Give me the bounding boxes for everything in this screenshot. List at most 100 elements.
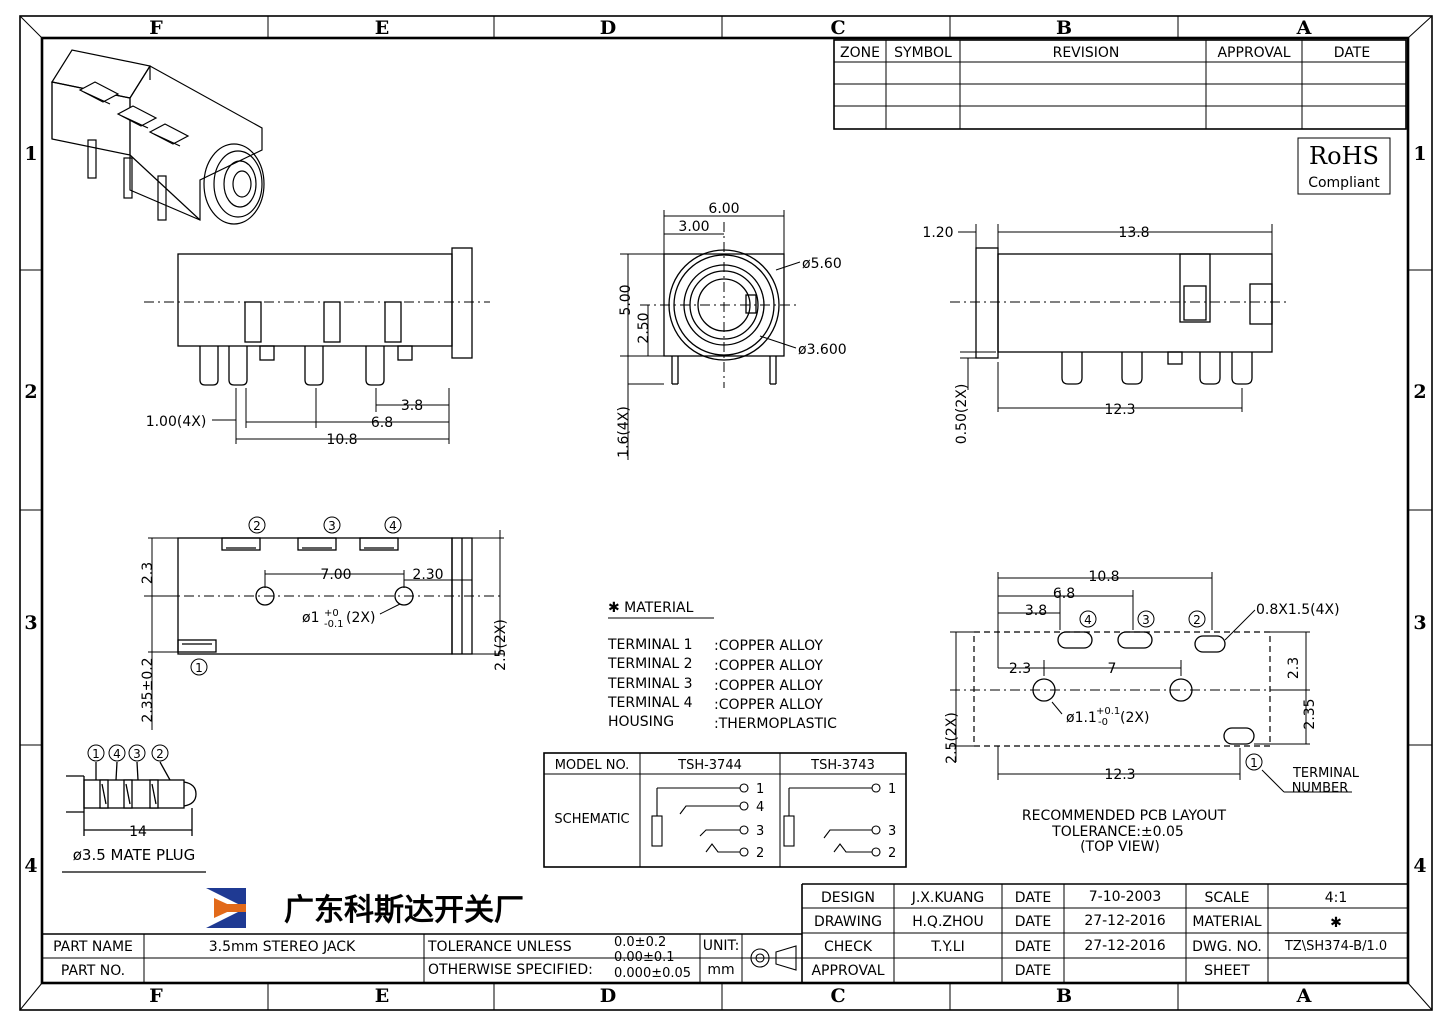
pin-b: 2 xyxy=(888,846,896,861)
plug-num: 4 xyxy=(113,747,121,761)
dim-1.6: 1.6(4X) xyxy=(616,406,632,458)
col-label-top: F xyxy=(149,17,163,39)
dim-7.00: 7.00 xyxy=(320,567,351,583)
pcb-dim-7: 7 xyxy=(1108,661,1117,677)
dim-0.50: 0.50(2X) xyxy=(954,384,970,445)
pcb-terminal-num: 4 xyxy=(1084,613,1092,627)
material-title: ✱ MATERIAL xyxy=(608,600,694,616)
pcb-dim-10.8: 10.8 xyxy=(1088,569,1119,585)
rev-header: ZONE xyxy=(840,45,880,61)
col-label-bottom: A xyxy=(1296,985,1312,1007)
dim-13.8: 13.8 xyxy=(1118,225,1149,241)
schematic-header-model: MODEL NO. xyxy=(555,758,630,773)
row-label-right: 2 xyxy=(1413,381,1426,403)
tolerance-label: OTHERWISE SPECIFIED: xyxy=(428,962,593,978)
material-value: :COPPER ALLOY xyxy=(714,638,823,654)
plug-num: 1 xyxy=(92,747,100,761)
dim-6.00: 6.00 xyxy=(708,201,739,217)
pin-a: 4 xyxy=(756,800,764,815)
pin-a: 3 xyxy=(756,824,764,839)
terminal-number-label: NUMBER xyxy=(1292,781,1349,796)
company-logo xyxy=(206,888,246,928)
rev-header: APPROVAL xyxy=(1217,45,1290,61)
material-item: TERMINAL 1 xyxy=(607,637,693,653)
unit-label: UNIT: xyxy=(703,938,740,954)
pcb-dim-2.35: 2.35 xyxy=(1302,698,1318,729)
pcb-terminal-num: 1 xyxy=(1250,756,1258,770)
plug-caption: ø3.5 MATE PLUG xyxy=(73,846,196,864)
material-label: MATERIAL xyxy=(1192,914,1261,930)
material-value: :COPPER ALLOY xyxy=(714,697,823,713)
dim-phi-3.600: ø3.600 xyxy=(798,342,847,358)
pcb-dim-hole-tol-up: +0.1 xyxy=(1096,706,1120,717)
date-label: DATE xyxy=(1015,963,1051,979)
pcb-dim-2.3b: 2.3 xyxy=(1286,657,1302,679)
material-value: ✱ xyxy=(1330,915,1342,931)
dim-2.3: 2.3 xyxy=(140,562,156,584)
schematic-model-b: TSH-3743 xyxy=(810,758,875,773)
dim-2.5: 2.5(2X) xyxy=(493,619,509,671)
row-label-left: 4 xyxy=(24,855,37,877)
pin-a: 2 xyxy=(756,846,764,861)
dim-5.00: 5.00 xyxy=(618,284,634,315)
front-view-dims: 6.00 3.00 5.00 2.50 ø5.60 ø3.600 1.6(4X) xyxy=(616,201,847,460)
revision-table: ZONE SYMBOL REVISION APPROVAL DATE xyxy=(833,39,1407,130)
title-block: 广东科斯达开关厂 PART NAME 3.5mm STEREO JACK PAR… xyxy=(42,883,1408,983)
side-view-dims: 1.00(4X) 3.8 6.8 10.8 xyxy=(146,388,450,448)
dwg-no-value: TZ\SH374-B/1.0 xyxy=(1284,939,1387,954)
company-name: 广东科斯达开关厂 xyxy=(284,893,524,928)
projection-symbol-icon xyxy=(746,945,800,971)
rev-header: SYMBOL xyxy=(894,45,952,61)
col-label-bottom: F xyxy=(149,985,163,1007)
plug-num: 3 xyxy=(133,747,141,761)
row-label-left: 2 xyxy=(24,381,37,403)
date-label: DATE xyxy=(1015,914,1051,930)
pin-a: 1 xyxy=(756,782,764,797)
dim-pin-width: 1.00(4X) xyxy=(146,414,207,430)
plug-length: 14 xyxy=(129,824,147,840)
side-view xyxy=(144,247,490,386)
material-item: TERMINAL 2 xyxy=(607,656,693,672)
bottom-view xyxy=(144,537,500,655)
pin-b: 3 xyxy=(888,824,896,839)
tolerance-value: 0.0±0.2 xyxy=(614,935,666,950)
terminal-num: 2 xyxy=(253,519,261,533)
dim-hole-tol-dn: -0.1 xyxy=(324,619,344,630)
check-by: T.Y.LI xyxy=(930,939,964,955)
dim-hole-qty: (2X) xyxy=(346,610,375,626)
col-label-top: B xyxy=(1056,17,1072,39)
drawing-by: H.Q.ZHOU xyxy=(912,914,984,930)
dim-12.3: 12.3 xyxy=(1104,402,1135,418)
pcb-dim-hole-tol-dn: -0 xyxy=(1098,717,1108,728)
rohs-mark: RoHS Compliant xyxy=(1297,137,1391,195)
tolerance-label: TOLERANCE UNLESS xyxy=(427,939,572,955)
material-item: TERMINAL 3 xyxy=(607,676,693,692)
col-label-bottom: E xyxy=(375,985,389,1007)
dim-phi-5.60: ø5.60 xyxy=(802,256,842,272)
mate-plug: 1 4 3 2 14 ø3.5 MATE PLUG xyxy=(62,744,206,873)
design-by: J.X.KUANG xyxy=(911,890,985,906)
tolerance-value: 0.000±0.05 xyxy=(614,966,691,981)
date-label: DATE xyxy=(1015,890,1051,906)
material-value: :COPPER ALLOY xyxy=(714,678,823,694)
schematic-row-label: SCHEMATIC xyxy=(554,812,629,827)
pcb-terminal-num: 2 xyxy=(1193,613,1201,627)
unit-value: mm xyxy=(707,962,734,978)
part-name-value: 3.5mm STEREO JACK xyxy=(209,939,356,955)
bottom-view-dims: 2 3 4 1 2.3 7.00 2.30 ø1 +0 -0.1 (2X) 2.… xyxy=(140,516,509,730)
date-label: DATE xyxy=(1015,939,1051,955)
row-label-left: 1 xyxy=(24,143,37,165)
scale-value: 4:1 xyxy=(1325,890,1348,906)
col-label-bottom: D xyxy=(600,985,616,1007)
date-value: 27-12-2016 xyxy=(1084,913,1165,929)
dim-2.50: 2.50 xyxy=(636,312,652,343)
pcb-caption: TOLERANCE:±0.05 xyxy=(1051,824,1184,840)
col-label-top: A xyxy=(1296,17,1312,39)
date-value: 7-10-2003 xyxy=(1089,889,1161,905)
scale-label: SCALE xyxy=(1205,890,1250,906)
row-label-right: 1 xyxy=(1413,143,1426,165)
pcb-dim-12.3: 12.3 xyxy=(1104,767,1135,783)
tolerance-value: 0.00±0.1 xyxy=(614,950,675,965)
material-value: :THERMOPLASTIC xyxy=(714,716,837,732)
col-label-bottom: C xyxy=(830,985,845,1007)
